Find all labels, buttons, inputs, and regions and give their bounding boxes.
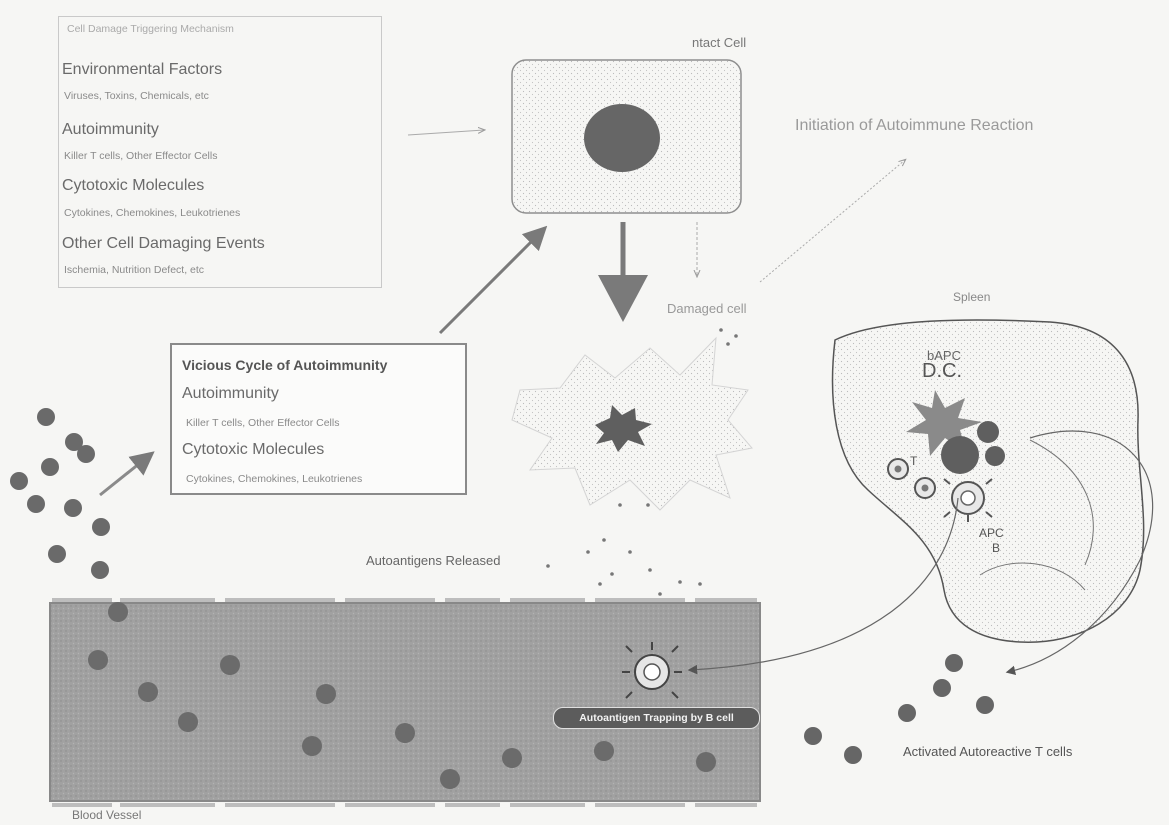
factor-heading-autoimmunity: Autoimmunity xyxy=(62,121,159,139)
factor-heading-cytotoxic: Cytotoxic Molecules xyxy=(62,177,204,195)
factor-heading-other: Other Cell Damaging Events xyxy=(62,235,265,253)
vicious-detail-cytotoxic: Cytokines, Chemokines, Leukotrienes xyxy=(186,473,362,485)
dots-to-cycle-arrow xyxy=(100,455,150,495)
initiation-arrow xyxy=(760,160,905,282)
b-label: B xyxy=(992,541,1000,555)
intact-cell-nucleus xyxy=(584,104,660,172)
autoantigens-released-label: Autoantigens Released xyxy=(366,553,500,568)
blood-vessel xyxy=(50,600,760,805)
vicious-cycle-box: Vicious Cycle of Autoimmunity Autoimmuni… xyxy=(170,343,467,495)
damage-arrow xyxy=(598,222,648,322)
cell-damage-factors-box: Cell Damage Triggering Mechanism Environ… xyxy=(58,16,382,288)
autoantigen-trapping-badge: Autoantigen Trapping by B cell xyxy=(553,707,760,729)
circulating-cells xyxy=(10,408,110,579)
damaged-cell-label: Damaged cell xyxy=(667,301,747,316)
factor-heading-environmental: Environmental Factors xyxy=(62,61,222,79)
factor-detail-autoimmunity: Killer T cells, Other Effector Cells xyxy=(64,150,217,162)
vicious-detail-autoimmunity: Killer T cells, Other Effector Cells xyxy=(186,417,339,429)
intact-cell-label: ntact Cell xyxy=(692,35,746,50)
activated-t-cells-label: Activated Autoreactive T cells xyxy=(903,744,1072,759)
cycle-to-cell-arrow xyxy=(440,230,543,333)
factor-detail-other: Ischemia, Nutrition Defect, etc xyxy=(64,264,204,276)
factors-box-title: Cell Damage Triggering Mechanism xyxy=(67,23,234,35)
vicious-heading-cytotoxic: Cytotoxic Molecules xyxy=(182,441,324,459)
vicious-cycle-title: Vicious Cycle of Autoimmunity xyxy=(182,357,387,373)
dc-label: D.C. xyxy=(922,360,962,383)
factor-detail-environmental: Viruses, Toxins, Chemicals, etc xyxy=(64,90,209,102)
initiation-label: Initiation of Autoimmune Reaction xyxy=(795,117,1033,135)
t-label: T xyxy=(910,454,917,468)
factors-to-cell-arrow xyxy=(408,130,484,135)
blood-vessel-label: Blood Vessel xyxy=(72,808,141,822)
vicious-heading-autoimmunity: Autoimmunity xyxy=(182,385,279,403)
factor-detail-cytotoxic: Cytokines, Chemokines, Leukotrienes xyxy=(64,207,240,219)
apc-label: APC xyxy=(979,526,1004,540)
spleen-label: Spleen xyxy=(953,290,990,304)
